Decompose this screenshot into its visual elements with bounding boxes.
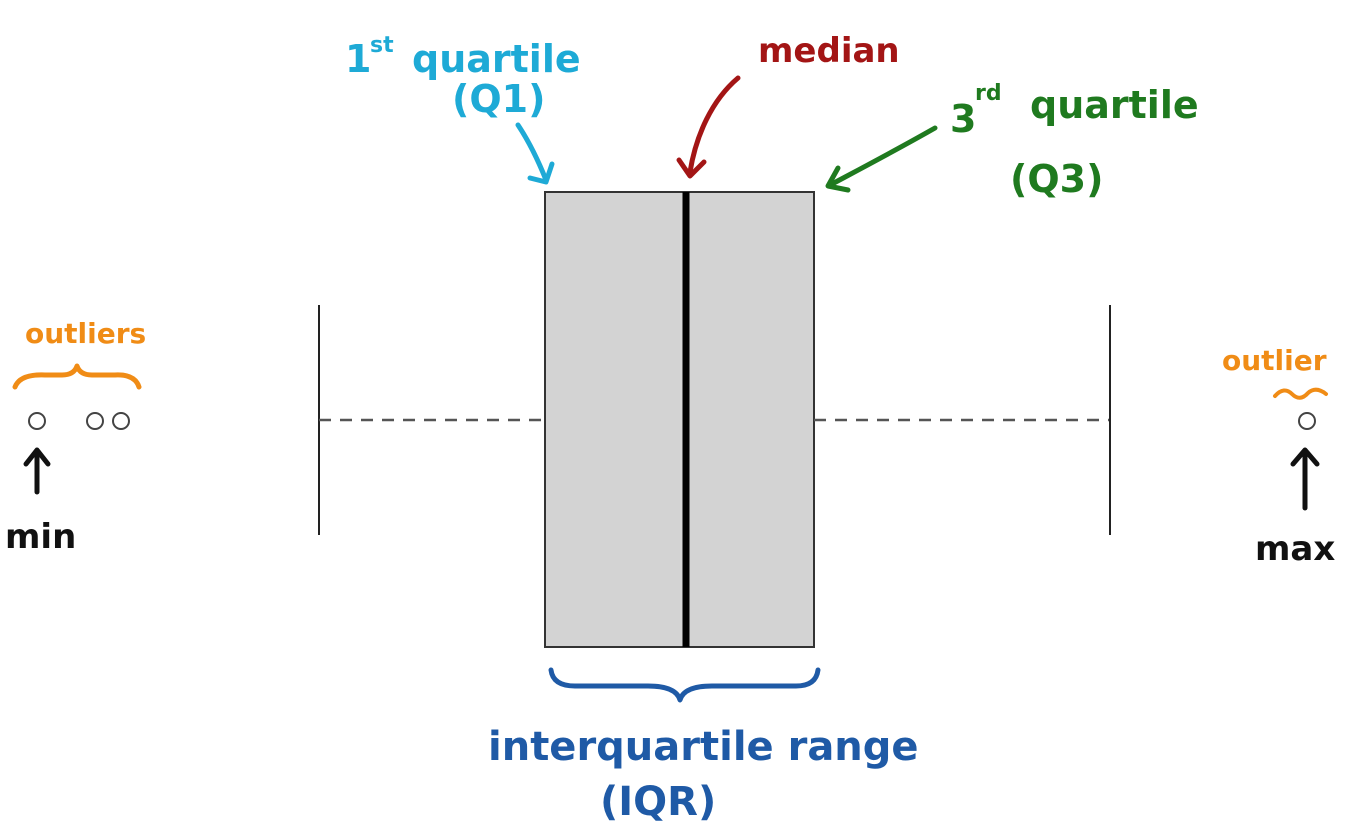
iqr-abbr: (IQR) [600, 779, 716, 825]
outlier-label: outlier [1222, 344, 1327, 377]
q1-annotation: 1 st quartile (Q1) [345, 33, 581, 185]
outlier-squiggle [1273, 387, 1328, 400]
q3-annotation: 3 rd quartile (Q3) [825, 81, 1199, 201]
q1-arrow [515, 122, 549, 183]
outliers-brace [12, 363, 142, 390]
min-arrowhead [23, 447, 51, 467]
q1-abbr: (Q1) [452, 77, 545, 121]
outlier-point [28, 412, 46, 430]
max-arrowhead [1290, 447, 1320, 467]
q3-arrow [829, 125, 938, 187]
q3-abbr: (Q3) [1010, 157, 1103, 201]
q3-word: quartile [1030, 83, 1199, 127]
outliers-left-annotation: outliers [12, 317, 146, 390]
iqr-label: interquartile range [488, 724, 919, 770]
q3-ordinal: 3 [950, 97, 976, 141]
median-annotation: median [676, 31, 900, 179]
outlier-point [1298, 412, 1316, 430]
median-arrow [687, 75, 741, 175]
outlier-point [112, 412, 130, 430]
q1-ordinal: 1 [345, 37, 371, 81]
max-annotation: max [1255, 447, 1335, 569]
min-annotation: min [5, 447, 76, 557]
outlier-right-annotation: outlier [1222, 344, 1328, 400]
q1-arrowhead [527, 161, 555, 185]
iqr-annotation: interquartile range (IQR) [488, 667, 919, 825]
min-label: min [5, 517, 76, 557]
max-label: max [1255, 529, 1335, 569]
q1-suffix: st [370, 33, 394, 58]
q3-suffix: rd [975, 81, 1002, 106]
q3-arrowhead [825, 165, 851, 193]
q1-word: quartile [412, 37, 581, 81]
outlier-point [86, 412, 104, 430]
median-label: median [758, 31, 900, 71]
iqr-brace [548, 667, 821, 703]
boxplot [318, 191, 1111, 648]
median-arrowhead [676, 157, 707, 179]
iqr-box [544, 191, 815, 648]
outliers-label: outliers [25, 317, 146, 350]
outlier-points [28, 412, 1316, 430]
